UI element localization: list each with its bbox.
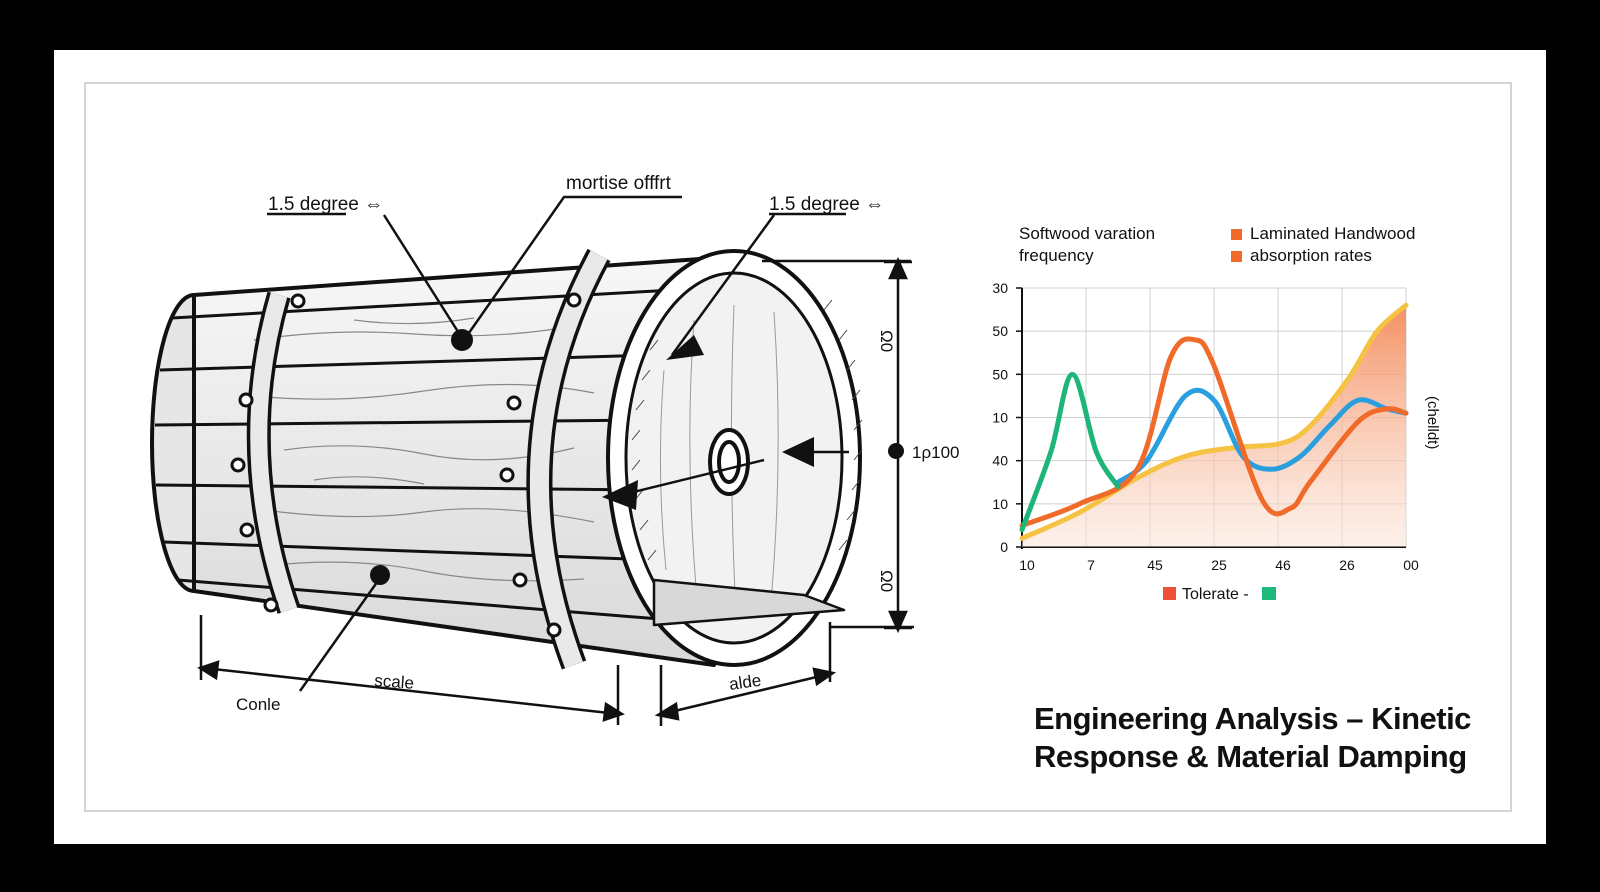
inner-frame bbox=[84, 82, 1512, 812]
legend-absorption: absorption rates bbox=[1250, 246, 1372, 265]
x-tick-label: 10 bbox=[1019, 557, 1035, 573]
legend-swatch-absorption bbox=[1231, 251, 1242, 262]
length-dimension bbox=[197, 615, 837, 726]
barrel-illustration bbox=[150, 248, 904, 670]
diagram-scene: 1.5 degree ⇔ mortise offfrt 1.5 degree ⇔… bbox=[150, 173, 1441, 726]
y-tick-label: 50 bbox=[992, 366, 1008, 382]
legend-swatch-laminated bbox=[1231, 229, 1242, 240]
label-mortise: mortise offfrt bbox=[566, 173, 672, 194]
right-axis-label: (chelldt) bbox=[1424, 396, 1441, 449]
label-top-left-angle: 1.5 degree ⇔ bbox=[268, 194, 383, 215]
series-line bbox=[1115, 387, 1409, 485]
bottom-legend-text: Tolerate - bbox=[1182, 586, 1249, 603]
rear-hoop-rivets bbox=[230, 293, 306, 613]
y-tick-label: 40 bbox=[992, 453, 1008, 469]
label-top-right-angle: 1.5 degree ⇔ bbox=[769, 194, 884, 215]
label-right-lower: Ω0 bbox=[877, 570, 896, 592]
series-line bbox=[1019, 302, 1409, 541]
label-scale: scale bbox=[374, 671, 415, 693]
x-tick-label: 26 bbox=[1339, 557, 1355, 573]
label-cone: Conle bbox=[236, 695, 280, 714]
label-side: alde bbox=[728, 671, 762, 694]
y-tick-label: 50 bbox=[992, 323, 1008, 339]
laminated-area-fill bbox=[1022, 305, 1406, 547]
x-tick-label: 25 bbox=[1211, 557, 1227, 573]
arrow-heads bbox=[602, 335, 814, 510]
front-hoop-rivets bbox=[499, 292, 582, 638]
legend-laminated: Laminated Handwood bbox=[1250, 224, 1415, 243]
label-right-upper: Ω0 bbox=[877, 330, 896, 352]
barrel-body bbox=[192, 256, 716, 667]
label-right-middle: 1ρ100 bbox=[912, 443, 960, 462]
page-title: Engineering Analysis – Kinetic Response … bbox=[1034, 700, 1514, 776]
chart-series bbox=[1019, 302, 1409, 541]
x-tick-labels: 10 7 45 25 46 26 00 bbox=[1019, 557, 1419, 573]
y-tick-label: 10 bbox=[992, 496, 1008, 512]
x-tick-label: 45 bbox=[1147, 557, 1163, 573]
series-line bbox=[1019, 336, 1409, 528]
x-tick-label: 46 bbox=[1275, 557, 1291, 573]
x-tick-label: 7 bbox=[1087, 557, 1095, 573]
bottom-legend-green-swatch bbox=[1262, 587, 1276, 600]
title-line-2: Response & Material Damping bbox=[1034, 739, 1467, 774]
y-tick-labels: 30 50 50 10 40 10 0 bbox=[992, 280, 1008, 555]
legend-softwood-line2: frequency bbox=[1019, 246, 1094, 265]
barrel-staves bbox=[154, 288, 675, 622]
series-line bbox=[1019, 371, 1121, 533]
x-tick-label: 00 bbox=[1403, 557, 1419, 573]
response-chart: Softwood varation frequency Laminated Ha… bbox=[992, 224, 1441, 603]
title-line-1: Engineering Analysis – Kinetic bbox=[1034, 701, 1471, 736]
y-tick-label: 30 bbox=[992, 280, 1008, 296]
canvas: 1.5 degree ⇔ mortise offfrt 1.5 degree ⇔… bbox=[54, 50, 1546, 844]
bottom-legend-red-swatch bbox=[1163, 587, 1176, 600]
legend-softwood-line1: Softwood varation bbox=[1019, 224, 1155, 243]
height-dimension bbox=[884, 256, 912, 634]
y-tick-label: 0 bbox=[1000, 539, 1008, 555]
y-tick-label: 10 bbox=[992, 410, 1008, 426]
